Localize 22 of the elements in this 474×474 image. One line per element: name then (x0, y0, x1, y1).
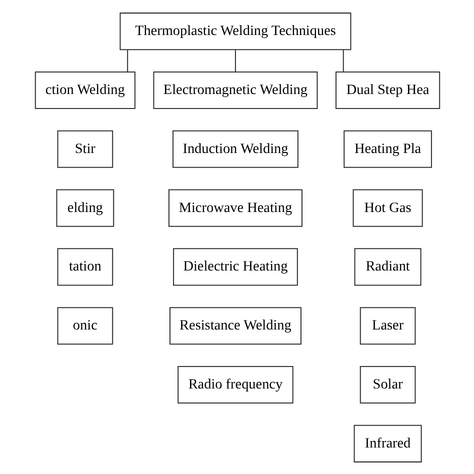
node-box: ction Welding (34, 70, 135, 109)
connector (126, 49, 128, 72)
node-box: Thermoplastic Welding Techniques (119, 12, 351, 50)
connector (234, 49, 236, 72)
node-box: Radiant (354, 248, 421, 286)
node-box: Dielectric Heating (172, 248, 298, 286)
node-box: Dual Step Hea (335, 70, 440, 109)
node-box: Resistance Welding (168, 306, 301, 344)
node-box: Hot Gas (352, 188, 422, 226)
node-box: Infrared (353, 424, 422, 462)
node-box: Radio frequency (177, 365, 293, 404)
node-box: elding (56, 188, 114, 226)
node-box: Microwave Heating (168, 188, 302, 226)
node-box: Laser (359, 306, 416, 344)
node-box: Solar (359, 365, 416, 404)
node-box: Electromagnetic Welding (152, 70, 318, 109)
node-box: tation (56, 248, 113, 286)
node-box: Heating Pla (343, 130, 432, 168)
node-box: Stir (56, 130, 113, 168)
connector (342, 49, 344, 72)
node-box: onic (56, 306, 113, 344)
node-box: Induction Welding (172, 130, 298, 168)
